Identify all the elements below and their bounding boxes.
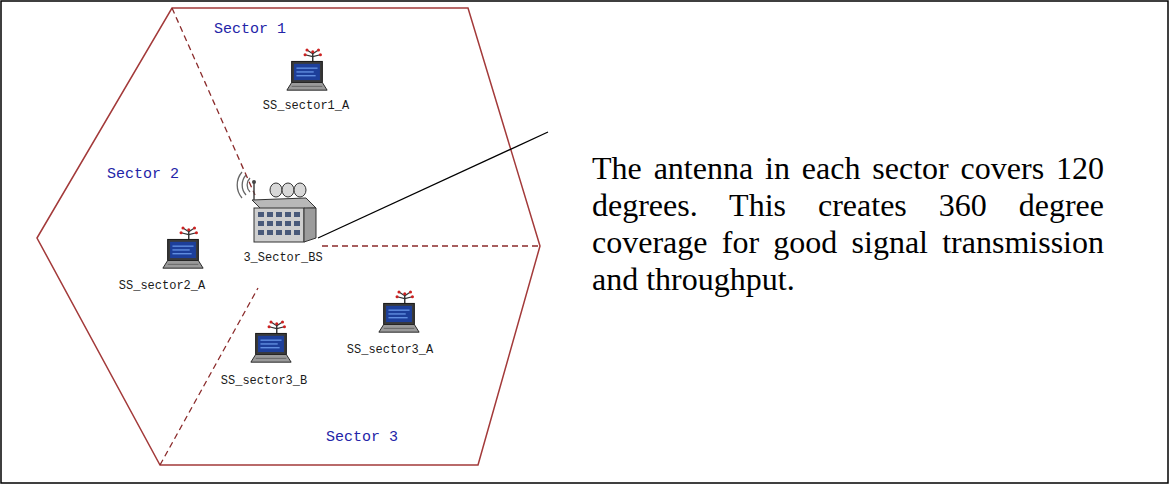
sector-label: Sector 1 [214, 21, 286, 39]
station-label: SS_sector3_B [221, 374, 307, 388]
station-label: SS_sector2_A [119, 279, 205, 293]
laptop-icon [379, 290, 419, 332]
station-label: SS_sector1_A [263, 99, 349, 113]
sector-label: Sector 2 [107, 166, 179, 184]
laptop-icon [287, 48, 327, 90]
base-station-label: 3_Sector_BS [243, 251, 322, 265]
laptop-icon [163, 226, 203, 268]
station-label: SS_sector3_A [347, 343, 433, 357]
cell-hexagon [37, 8, 540, 465]
leader-line [318, 132, 548, 238]
laptop-icon [251, 320, 291, 362]
callout-note: The antenna in each sector covers 120 de… [592, 150, 1104, 298]
base-station-icon [237, 172, 316, 242]
sector-label: Sector 3 [326, 429, 398, 447]
sector-divider [322, 245, 540, 246]
